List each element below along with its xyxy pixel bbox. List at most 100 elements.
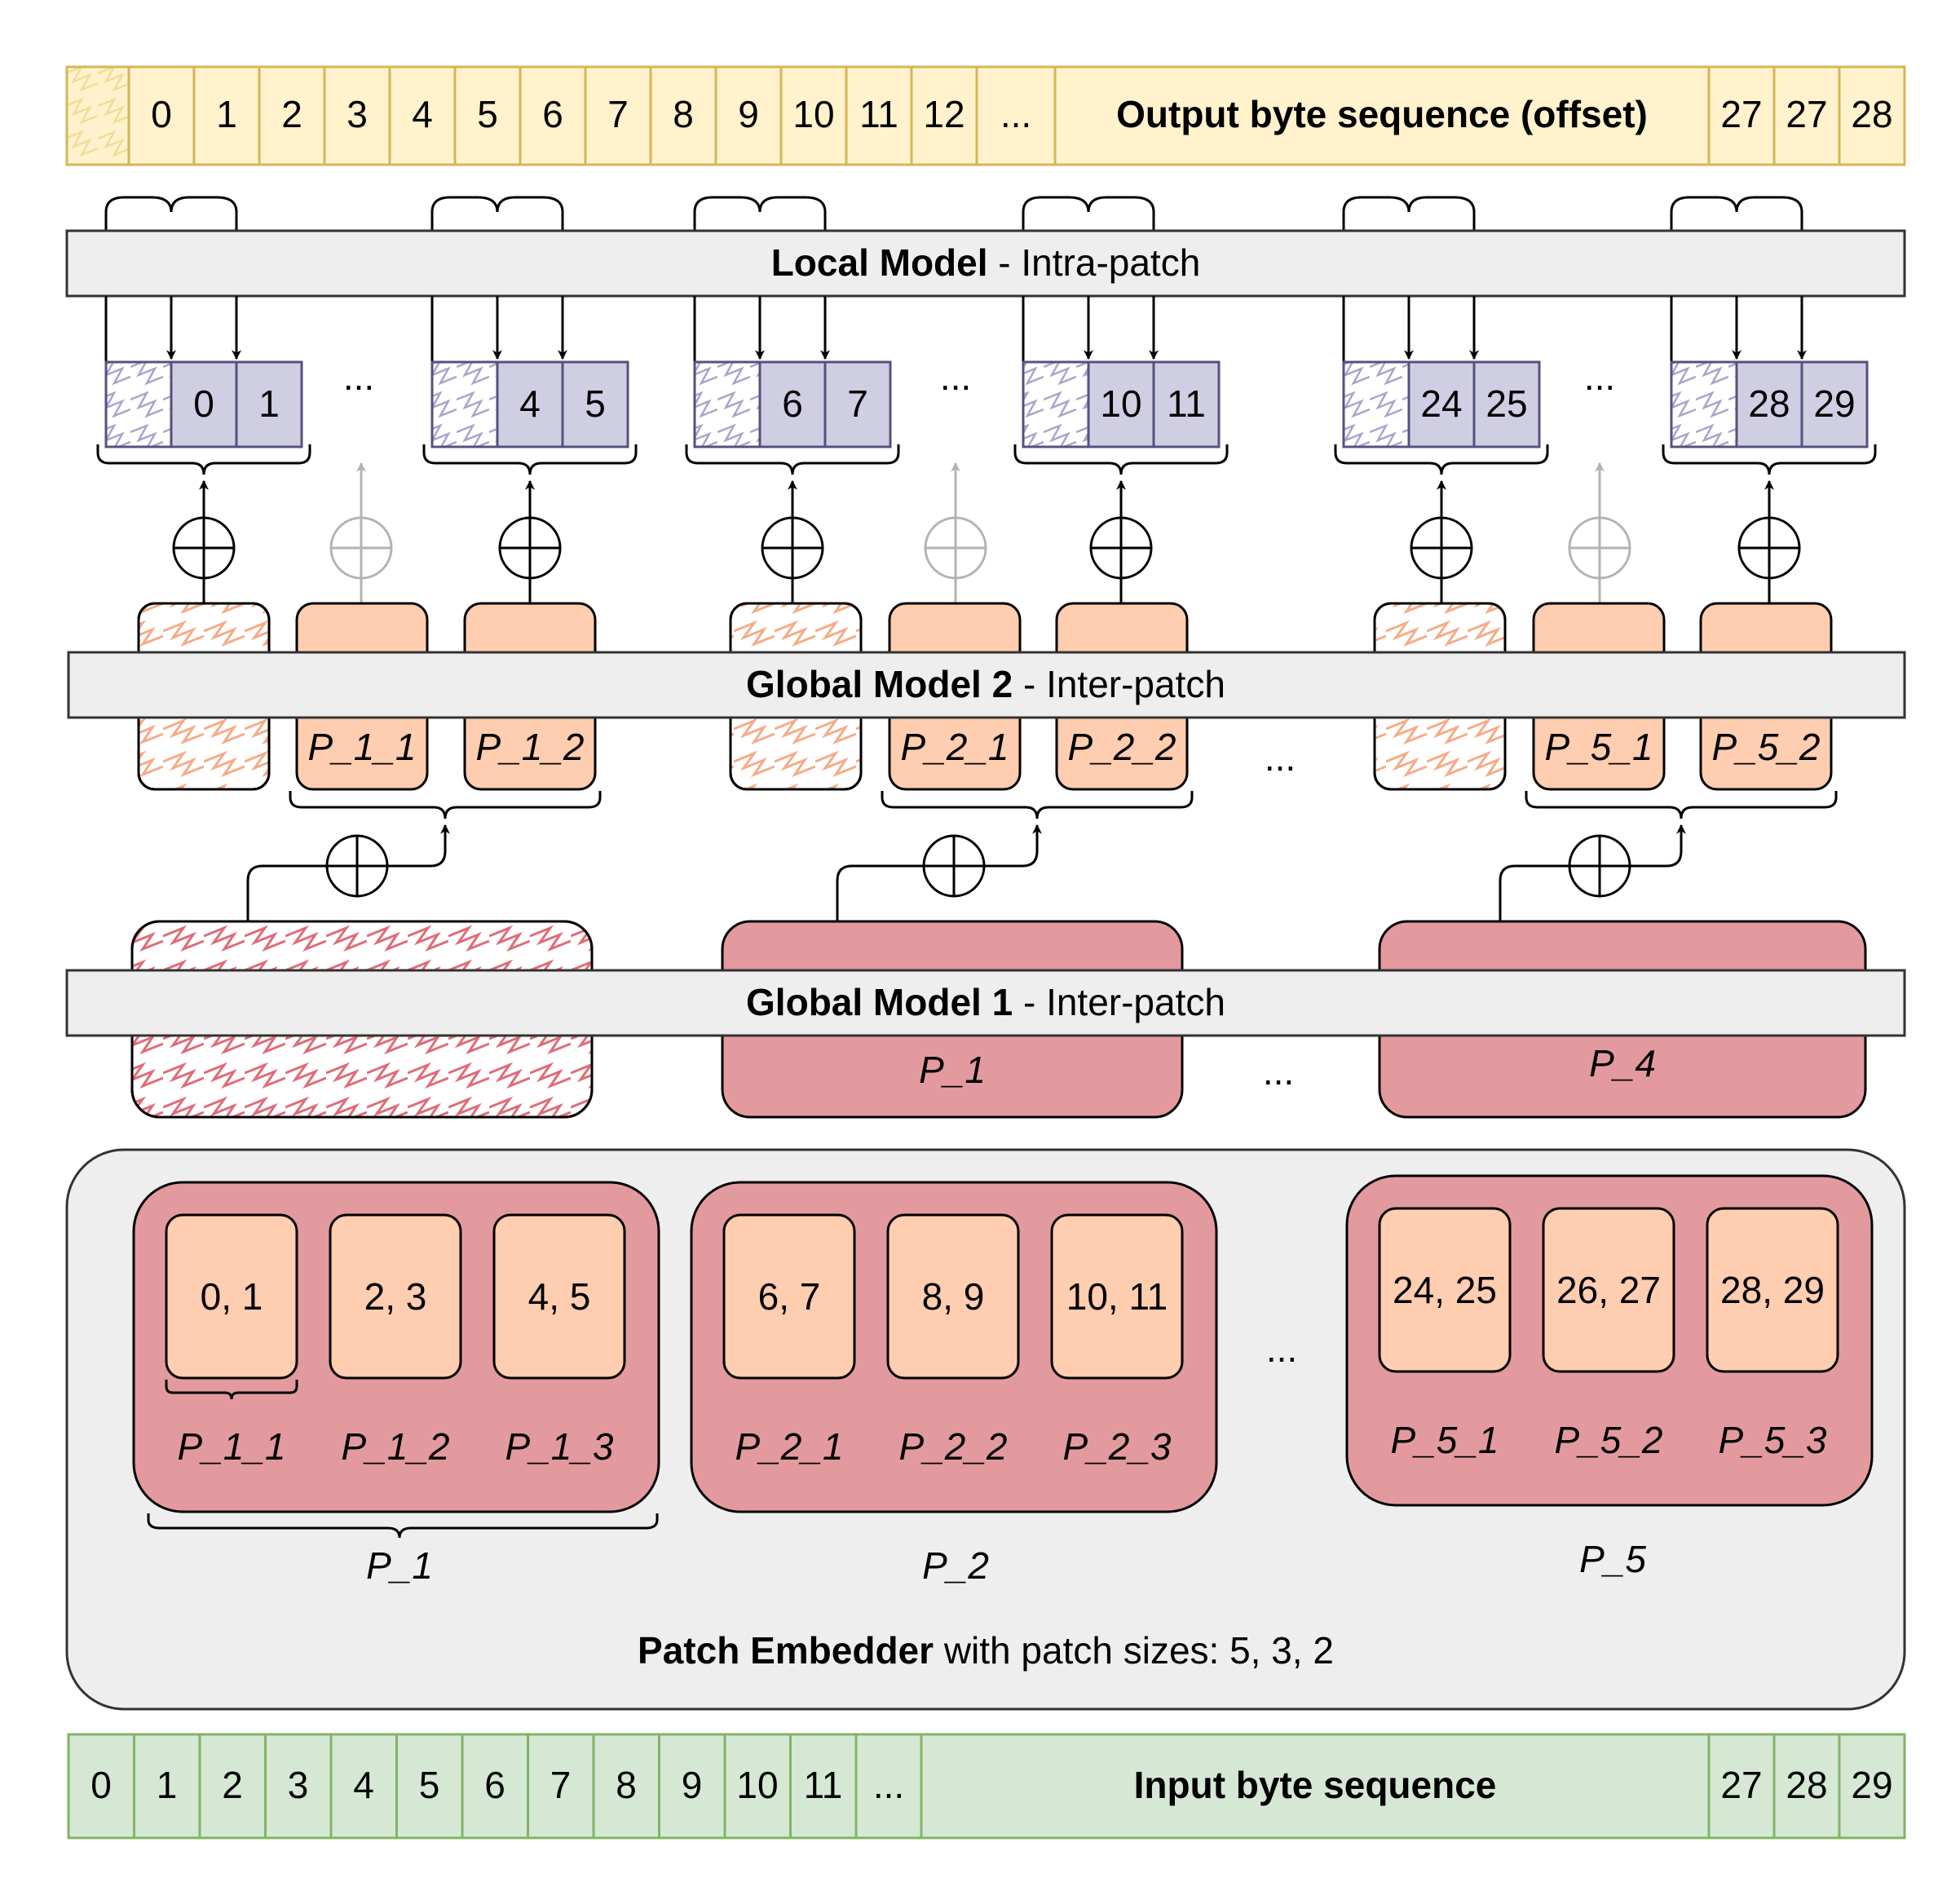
output-byte-label: 2 — [281, 93, 302, 135]
output-byte-cell — [584, 65, 652, 166]
local-ellipsis: ... — [1584, 356, 1615, 398]
local-group-brace — [685, 444, 900, 475]
output-byte-cell — [192, 65, 261, 166]
local-byte-label: 5 — [585, 382, 606, 425]
input-byte-cell — [789, 1733, 858, 1840]
local-byte-label: 29 — [1813, 382, 1855, 425]
output-byte-cell — [127, 65, 196, 166]
local-byte-cell — [235, 360, 303, 448]
input-byte-cell — [329, 1733, 398, 1840]
input-byte-cell — [395, 1733, 464, 1840]
output-byte-label: 11 — [859, 93, 898, 135]
output-byte-cell — [779, 65, 848, 166]
input-byte-label: 0 — [90, 1764, 112, 1806]
input-byte-label: 28 — [1786, 1764, 1827, 1806]
output-byte-label: ... — [1000, 93, 1031, 135]
output-byte-label: 0 — [151, 93, 172, 135]
global2-patch-label: P_5_2 — [1711, 726, 1820, 768]
subpatch-bytes: 6, 7 — [758, 1275, 821, 1318]
subpatch-bytes: 24, 25 — [1393, 1269, 1497, 1311]
local-group-brace — [1013, 444, 1229, 475]
input-byte-label: 5 — [419, 1764, 440, 1806]
input-sequence-label: Input byte sequence — [1134, 1764, 1497, 1806]
local-byte-cell — [1152, 360, 1221, 448]
local-input-brace — [1670, 196, 1803, 231]
local-byte-cell — [1407, 360, 1476, 448]
subpatch-brace — [165, 1380, 298, 1400]
global-model-1-bar — [65, 969, 1906, 1037]
local-input-brace — [1342, 196, 1476, 231]
output-byte-label: 5 — [477, 93, 498, 135]
local-byte-cell — [823, 360, 892, 448]
local-offset-cell — [1022, 360, 1090, 448]
local-byte-label: 25 — [1485, 382, 1527, 425]
subpatch-label: P_2_1 — [735, 1425, 843, 1468]
local-byte-label: 0 — [193, 382, 214, 425]
local-offset-cell — [1342, 360, 1410, 448]
global2-patch-label: P_1_2 — [475, 726, 584, 768]
output-byte-label: 28 — [1851, 93, 1892, 135]
global2-pair-brace — [881, 791, 1194, 819]
input-byte-cell — [198, 1733, 267, 1840]
local-offset-cell — [430, 360, 499, 448]
subpatch — [722, 1213, 856, 1380]
output-byte-label: 6 — [542, 93, 563, 135]
subpatch — [492, 1213, 626, 1380]
subpatch — [1706, 1207, 1839, 1373]
local-byte-label: 28 — [1748, 382, 1790, 425]
input-byte-label: 2 — [222, 1764, 243, 1806]
local-byte-cell — [561, 360, 629, 448]
local-input-brace — [1022, 196, 1155, 231]
global2-pair-brace — [1525, 791, 1838, 819]
subpatch-label: P_2_2 — [898, 1425, 1007, 1468]
local-byte-label: 7 — [847, 382, 868, 425]
local-ellipsis: ... — [343, 356, 374, 398]
output-offset-cell — [65, 65, 130, 166]
local-model-title: Local Model - Intra-patch — [771, 241, 1201, 284]
subpatch — [1542, 1207, 1675, 1373]
global2-patch-label: P_1_1 — [307, 726, 416, 768]
output-byte-cell — [519, 65, 587, 166]
input-byte-cell — [658, 1733, 726, 1840]
local-byte-cell — [1800, 360, 1869, 448]
patch-embedder-groups: 0, 1P_1_12, 3P_1_24, 5P_1_3P_16, 7P_2_18… — [132, 1174, 1874, 1587]
input-byte-cell — [1838, 1733, 1906, 1840]
subpatch — [1050, 1213, 1184, 1380]
global-model-2-title: Global Model 2 - Inter-patch — [746, 663, 1225, 705]
subpatch-label: P_1_1 — [177, 1425, 285, 1468]
subpatch-bytes: 28, 29 — [1720, 1269, 1825, 1311]
global2-patch-label: P_5_1 — [1544, 726, 1653, 768]
output-sequence-label: Output byte sequence (offset) — [1116, 93, 1648, 135]
output-byte-label: 27 — [1786, 93, 1827, 135]
input-byte-label: 7 — [550, 1764, 572, 1806]
output-byte-label: 1 — [216, 93, 237, 135]
local-byte-label: 10 — [1100, 382, 1141, 425]
output-byte-label: 3 — [347, 93, 368, 135]
local-offset-cell — [1670, 360, 1738, 448]
output-byte-label: 9 — [738, 93, 759, 135]
input-byte-label: 27 — [1720, 1764, 1762, 1806]
subpatch-label: P_5_1 — [1390, 1419, 1499, 1461]
local-input-brace — [693, 196, 827, 231]
local-byte-cell — [170, 360, 238, 448]
input-byte-label: 10 — [736, 1764, 778, 1806]
local-group-brace — [96, 444, 311, 475]
input-byte-cell — [1707, 1733, 1776, 1840]
input-byte-label: 3 — [288, 1764, 309, 1806]
output-byte-label: 27 — [1720, 93, 1762, 135]
subpatch-bytes: 2, 3 — [364, 1275, 427, 1318]
input-byte-label: ... — [873, 1764, 904, 1806]
subpatch-label: P_5_2 — [1554, 1419, 1662, 1461]
output-byte-cell — [453, 65, 522, 166]
global1-ellipsis: ... — [1263, 1050, 1294, 1093]
output-byte-label: 4 — [412, 93, 433, 135]
input-byte-cell — [133, 1733, 201, 1840]
subpatch-label: P_1_3 — [505, 1425, 613, 1468]
subpatch — [165, 1213, 298, 1380]
input-byte-label: 8 — [616, 1764, 637, 1806]
output-byte-cell — [323, 65, 391, 166]
output-byte-label: 7 — [607, 93, 629, 135]
input-byte-cell — [723, 1733, 792, 1840]
